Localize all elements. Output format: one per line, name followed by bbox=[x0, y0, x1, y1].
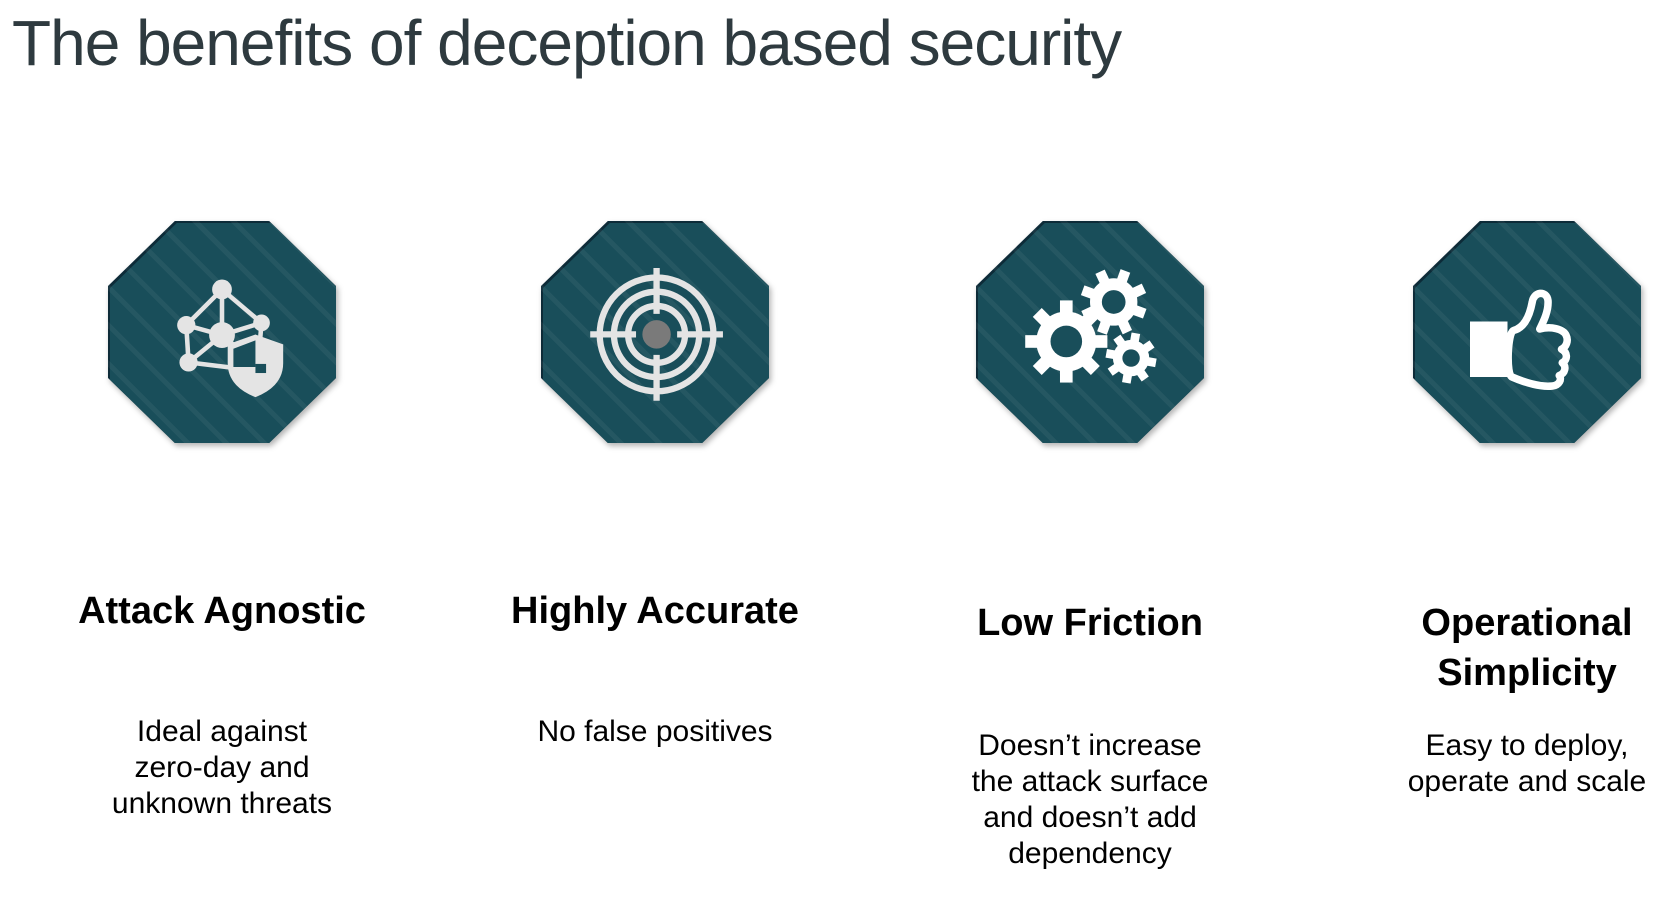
gears-icon bbox=[1025, 269, 1157, 384]
benefit-description: Easy to deploy, operate and scale bbox=[1407, 729, 1647, 798]
benefit-title: Low Friction bbox=[977, 602, 1203, 644]
octagon-attack-agnostic bbox=[108, 221, 336, 443]
octagon-highly-accurate bbox=[541, 221, 769, 443]
octagon-shape bbox=[541, 221, 769, 443]
network-shield-icon bbox=[177, 279, 284, 398]
octagon-operational-simplicity bbox=[1413, 221, 1641, 443]
thumbs-up-icon bbox=[1470, 289, 1571, 390]
octagon-shape bbox=[1413, 221, 1641, 443]
page-title: The benefits of deception based security bbox=[12, 7, 1122, 79]
benefit-attack-agnostic: Attack Agnostic Ideal against zero-day a… bbox=[32, 0, 412, 897]
octagon-fill bbox=[1415, 223, 1641, 443]
bullseye-icon bbox=[590, 268, 723, 401]
octagon-low-friction bbox=[976, 221, 1204, 443]
benefit-description: Ideal against zero-day and unknown threa… bbox=[111, 715, 333, 820]
benefit-title: Highly Accurate bbox=[511, 590, 799, 632]
octagon-shape bbox=[108, 221, 336, 443]
benefit-operational-simplicity: Operational Simplicity Easy to deploy, o… bbox=[1337, 0, 1669, 897]
octagon-shape bbox=[976, 221, 1204, 443]
benefit-title: Attack Agnostic bbox=[78, 590, 366, 632]
benefit-low-friction: Low Friction Doesn’t increase the attack… bbox=[900, 0, 1280, 897]
benefit-highly-accurate: Highly Accurate No false positives bbox=[465, 0, 845, 897]
benefit-title: Operational Simplicity bbox=[1421, 602, 1633, 694]
benefit-description: No false positives bbox=[537, 715, 773, 748]
benefit-description: Doesn’t increase the attack surface and … bbox=[971, 729, 1209, 870]
